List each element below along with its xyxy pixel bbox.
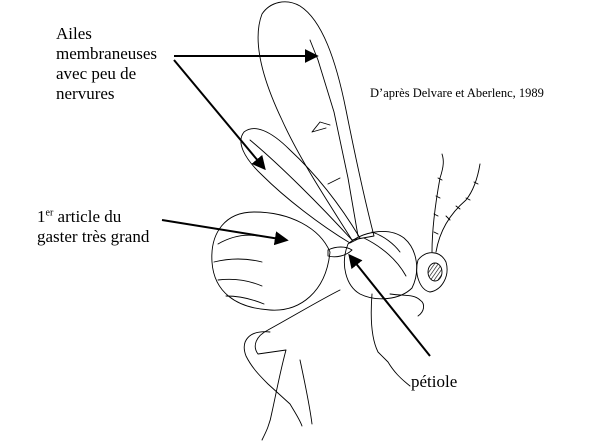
wings-label-line1: Ailes <box>56 24 157 44</box>
arrows <box>162 56 430 356</box>
arrow-wing-lower <box>174 60 264 168</box>
gaster-label-line2: gaster très grand <box>37 227 149 247</box>
wings-label: Ailes membraneuses avec peu de nervures <box>56 24 157 104</box>
thorax <box>344 231 416 298</box>
gaster-label-line1: 1er article du <box>37 207 149 227</box>
petiole-label: pétiole <box>411 372 457 392</box>
wings-label-line4: nervures <box>56 84 157 104</box>
arrow-petiole <box>350 256 430 356</box>
wings-label-line2: membraneuses <box>56 44 157 64</box>
forewing <box>258 2 374 240</box>
petiole <box>328 247 352 257</box>
gaster-label-rest: article du <box>53 207 121 226</box>
gaster <box>212 212 330 310</box>
gaster-label: 1er article du gaster très grand <box>37 207 149 247</box>
wings-label-line3: avec peu de <box>56 64 157 84</box>
gaster-label-prefix: 1 <box>37 207 46 226</box>
source-citation: D’après Delvare et Aberlenc, 1989 <box>370 86 544 101</box>
